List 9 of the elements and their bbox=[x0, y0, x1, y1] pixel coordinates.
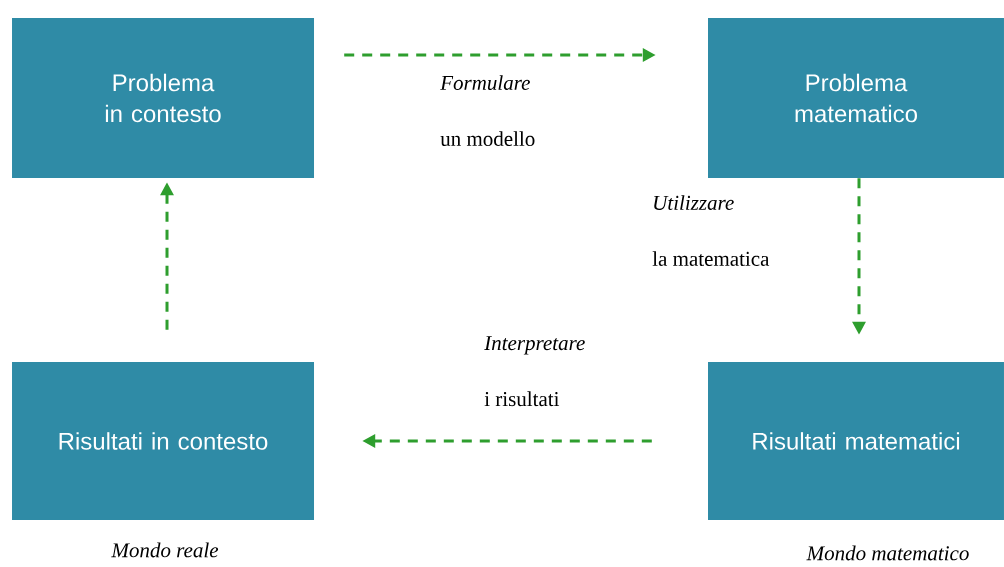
process-box: Problema in contesto bbox=[12, 18, 314, 178]
edge-label: Formulare un modello bbox=[440, 75, 535, 146]
node-label: Mondo matematico bbox=[806, 545, 969, 561]
edge-label: Interpretare i risultati bbox=[484, 336, 585, 407]
process-box: Risultati matematici bbox=[708, 362, 1004, 520]
process-box: Risultati in contesto bbox=[12, 362, 314, 520]
process-box: Problema matematico bbox=[708, 18, 1004, 178]
node-label: Mondo reale bbox=[111, 542, 219, 558]
edge-label: Utilizzare la matematica bbox=[652, 195, 770, 266]
